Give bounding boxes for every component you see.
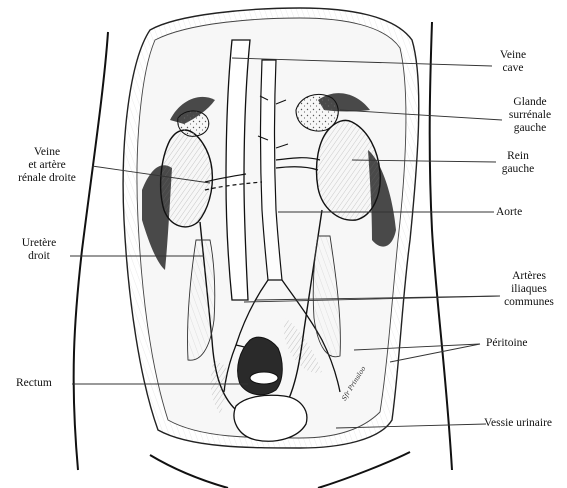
label-rein-gauche: Rein gauche bbox=[496, 150, 540, 176]
label-aorte: Aorte bbox=[496, 206, 522, 219]
label-glande-surrenale-gauche: Glande surrénale gauche bbox=[500, 96, 560, 135]
bladder-shape bbox=[234, 395, 307, 441]
label-vessie-urinaire: Vessie urinaire bbox=[484, 417, 552, 430]
label-peritoine: Péritoine bbox=[486, 337, 528, 350]
label-rectum: Rectum bbox=[16, 377, 52, 390]
label-uretere-droit: Uretère droit bbox=[12, 237, 66, 263]
label-veine-artere-renale-droite: Veine et artère rénale droite bbox=[4, 146, 90, 185]
label-arteres-iliaques-communes: Artères iliaques communes bbox=[498, 270, 560, 309]
label-veine-cave: Veine cave bbox=[488, 49, 538, 75]
